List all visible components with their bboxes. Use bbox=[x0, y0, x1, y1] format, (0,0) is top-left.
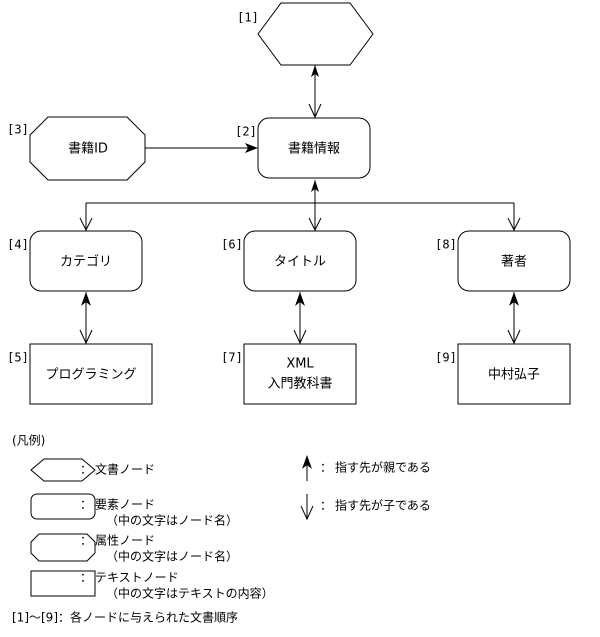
node-8-element[interactable]: [8] 著者 bbox=[435, 230, 571, 292]
connectors bbox=[79, 65, 521, 345]
legend-separator-6: ： bbox=[320, 499, 332, 513]
legend-item-text-node: ： テキストノード （中の文字はテキストの内容） bbox=[30, 570, 274, 601]
node-6-order-label: [6] bbox=[221, 238, 243, 252]
rounded-rect-shape bbox=[457, 230, 571, 292]
rect-shape bbox=[457, 343, 571, 405]
legend-title: (凡例) bbox=[12, 434, 45, 448]
node-4-label: カテゴリ bbox=[60, 254, 112, 270]
node-7-label-line2: 入門教科書 bbox=[267, 376, 332, 392]
legend-note-attribute-node: （中の文字はノード名） bbox=[106, 549, 238, 564]
edge-n2-children-bus bbox=[79, 180, 521, 232]
legend-separator-4: ： bbox=[80, 571, 92, 585]
node-1-document[interactable]: [1] bbox=[237, 2, 374, 66]
edge-n3-n2 bbox=[145, 143, 258, 153]
rect-shape bbox=[243, 343, 357, 405]
node-9-label: 中村弘子 bbox=[488, 368, 540, 383]
legend-separator-2: ： bbox=[80, 498, 92, 512]
rounded-rect-shape bbox=[29, 230, 143, 292]
rect-shape bbox=[29, 343, 153, 405]
legend-label-text-node: テキストノード bbox=[95, 571, 179, 585]
legend-label-attribute-node: 属性ノード bbox=[95, 534, 155, 548]
legend-item-child-arrow: ： 指す先が子である bbox=[300, 494, 431, 521]
node-7-text[interactable]: [7] XML 入門教科書 bbox=[221, 343, 357, 405]
node-4-element[interactable]: [4] カテゴリ bbox=[7, 230, 143, 292]
node-5-order-label: [5] bbox=[7, 351, 29, 365]
legend-label-child-arrow: 指す先が子である bbox=[335, 498, 431, 513]
legend-item-parent-arrow: ： 指す先が親である bbox=[302, 455, 431, 481]
legend-item-element-node: ： 要素ノード （中の文字はノード名） bbox=[30, 493, 238, 528]
node-1-order-label: [1] bbox=[237, 11, 259, 25]
edge-n2-n1 bbox=[308, 65, 322, 119]
node-3-order-label: [3] bbox=[7, 123, 29, 137]
legend-separator-3: ： bbox=[80, 534, 92, 548]
node-9-text[interactable]: [9] 中村弘子 bbox=[435, 343, 571, 405]
node-6-element[interactable]: [6] タイトル bbox=[221, 230, 357, 292]
legend-label-document-node: 文書ノード bbox=[95, 462, 155, 477]
rect-icon bbox=[30, 570, 96, 597]
rounded-rect-icon bbox=[30, 493, 96, 520]
hexagon-icon bbox=[30, 458, 96, 482]
node-7-order-label: [7] bbox=[221, 351, 243, 365]
legend-separator-1: ： bbox=[80, 463, 92, 477]
rounded-rect-shape bbox=[243, 230, 357, 292]
node-2-order-label: [2] bbox=[235, 125, 257, 139]
arrow-down-open-icon bbox=[300, 505, 314, 521]
arrow-up-solid-icon bbox=[302, 455, 312, 469]
legend-item-document-node: ： 文書ノード bbox=[30, 458, 155, 482]
legend-label-parent-arrow: 指す先が親である bbox=[335, 460, 431, 475]
node-5-label: プログラミング bbox=[45, 368, 136, 383]
legend-separator-5: ： bbox=[320, 461, 332, 475]
edge-n6-n7 bbox=[293, 292, 307, 345]
node-9-order-label: [9] bbox=[435, 351, 457, 365]
node-7-label-line1: XML bbox=[286, 357, 314, 372]
edge-n8-n9 bbox=[507, 292, 521, 345]
node-2-label: 書籍情報 bbox=[288, 141, 340, 157]
legend-item-attribute-node: ： 属性ノード （中の文字はノード名） bbox=[30, 533, 238, 564]
node-2-element[interactable]: [2] 書籍情報 bbox=[235, 117, 371, 179]
octagon-icon bbox=[30, 533, 96, 562]
hexagon-shape bbox=[257, 2, 374, 66]
node-5-text[interactable]: [5] プログラミング bbox=[7, 343, 153, 405]
legend-footer: [1]〜[9]：各ノードに与えられた文書順序 bbox=[12, 610, 238, 625]
legend-note-text-node: （中の文字はテキストの内容） bbox=[106, 586, 274, 601]
node-3-label: 書籍ID bbox=[68, 141, 108, 157]
node-4-order-label: [4] bbox=[7, 238, 29, 252]
node-8-label: 著者 bbox=[501, 255, 527, 270]
edge-n4-n5 bbox=[79, 292, 93, 345]
legend: (凡例) ： 文書ノード ： 要素ノード （中の文字はノード名） ： 属性ノード… bbox=[12, 434, 431, 625]
node-8-order-label: [8] bbox=[435, 238, 457, 252]
node-6-label: タイトル bbox=[274, 255, 326, 270]
octagon-shape bbox=[29, 116, 146, 181]
legend-label-element-node: 要素ノード bbox=[95, 498, 155, 512]
legend-note-element-node: （中の文字はノード名） bbox=[106, 513, 238, 528]
node-3-attribute[interactable]: [3] 書籍ID bbox=[7, 116, 146, 181]
rounded-rect-shape bbox=[257, 117, 371, 179]
